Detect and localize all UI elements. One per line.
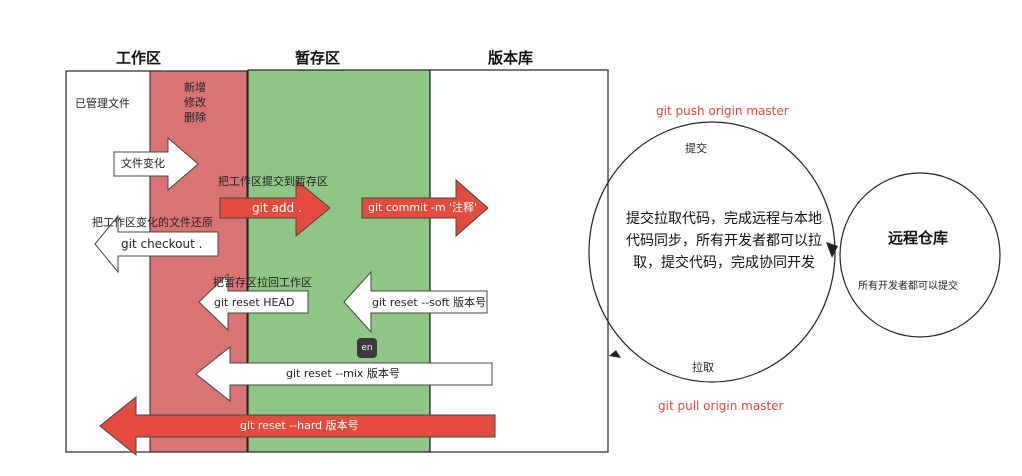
input-method-icon: en (357, 338, 377, 358)
change-added-label: 新增 (184, 81, 206, 94)
git-reset-head-arrow (198, 272, 309, 332)
remote-repo-subtitle: 所有开发者都可以提交 (858, 281, 958, 292)
add-to-stage-caption: 把工作区提交到暂存区 (218, 175, 328, 188)
push-command: git push origin master (656, 104, 789, 118)
git-reset-hard-label: git reset --hard 版本号 (240, 419, 359, 432)
git-reset-mix-arrow (195, 345, 493, 403)
change-deleted-label: 删除 (184, 111, 206, 124)
repository-box (429, 69, 609, 453)
git-add-label: git add . (252, 201, 302, 215)
git-reset-hard-arrow (99, 395, 496, 457)
pull-arrowhead (609, 350, 621, 358)
pull-label: 拉取 (692, 361, 714, 374)
git-reset-head-label: git reset HEAD (214, 296, 295, 309)
git-commit-label: git commit -m '注释' (368, 201, 478, 214)
pull-command: git pull origin master (658, 399, 784, 413)
git-reset-soft-label: git reset --soft 版本号 (372, 296, 487, 309)
sync-summary: 提交拉取代码，完成远程与本地代码同步，所有开发者都可以拉取，提交代码，完成协同开… (626, 211, 822, 271)
git-commit-arrow (361, 178, 489, 238)
push-arrowhead (826, 242, 838, 258)
git-reset-soft-arrow (343, 270, 488, 334)
remote-repo-title: 远程仓库 (888, 229, 949, 247)
file-change-label: 文件变化 (121, 157, 165, 170)
git-checkout-label: git checkout . (121, 237, 203, 251)
push-label: 提交 (685, 142, 707, 155)
git-reset-mix-label: git reset --mix 版本号 (286, 367, 400, 380)
repository-header: 版本库 (488, 49, 534, 67)
remote-repo-circle (839, 172, 1001, 338)
staging-box (247, 69, 431, 453)
managed-files-label: 已管理文件 (75, 97, 130, 110)
workspace-changes-column (149, 70, 248, 453)
workspace-header: 工作区 (116, 49, 162, 67)
file-change-arrow (113, 136, 199, 192)
git-checkout-arrow (94, 214, 219, 274)
git-add-arrow (219, 178, 331, 238)
staging-header: 暂存区 (295, 49, 341, 67)
restore-workspace-caption: 把工作区变化的文件还原 (92, 216, 213, 229)
change-modified-label: 修改 (184, 96, 206, 109)
pull-back-stage-caption: 把暂存区拉回工作区 (213, 276, 312, 289)
